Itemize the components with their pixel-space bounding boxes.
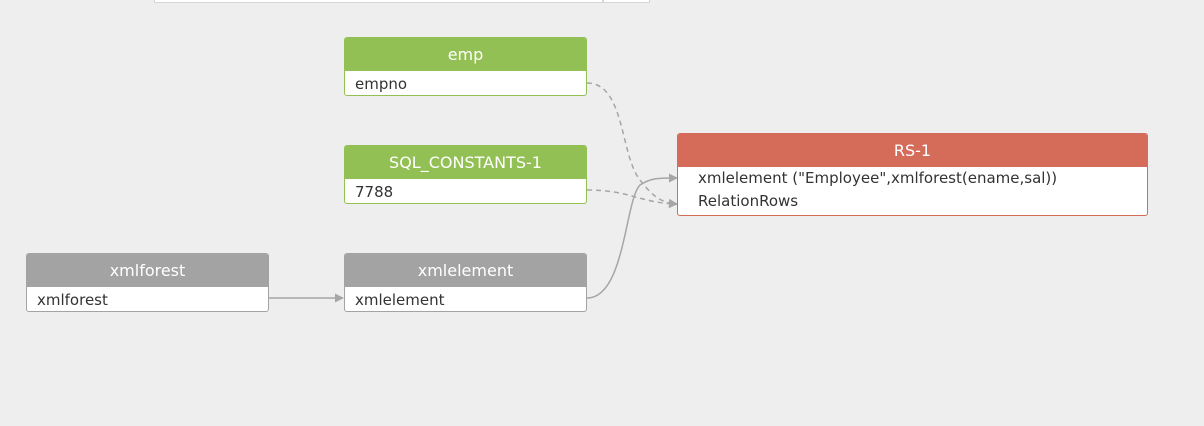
node-result-set[interactable]: RS-1 xmlelement ("Employee",xmlforest(en… — [677, 133, 1148, 216]
node-column-xmlelement[interactable]: xmlelement — [355, 291, 445, 309]
node-title: emp — [345, 38, 586, 71]
node-title: SQL_CONSTANTS-1 — [345, 146, 586, 179]
node-column-empno[interactable]: empno — [355, 75, 408, 93]
edge-xmlelement-to-rs[interactable] — [586, 173, 678, 299]
node-title: xmlforest — [27, 254, 268, 287]
node-emp[interactable]: emp empno — [344, 37, 587, 96]
node-title: RS-1 — [678, 134, 1147, 167]
edge-empno-to-relationrows[interactable] — [586, 82, 678, 208]
node-column-xmlforest[interactable]: xmlforest — [37, 291, 108, 309]
top-input-button[interactable] — [603, 0, 650, 3]
node-column-relationrows[interactable]: RelationRows — [698, 192, 799, 210]
node-column-xmlelement-expr[interactable]: xmlelement ("Employee",xmlforest(ename,s… — [698, 169, 1058, 187]
node-sql-constants[interactable]: SQL_CONSTANTS-1 7788 — [344, 145, 587, 204]
top-input-bar[interactable] — [154, 0, 603, 3]
node-xmlforest[interactable]: xmlforest xmlforest — [26, 253, 269, 312]
node-title: xmlelement — [345, 254, 586, 287]
node-column-constant[interactable]: 7788 — [355, 183, 394, 201]
node-xmlelement[interactable]: xmlelement xmlelement — [344, 253, 587, 312]
